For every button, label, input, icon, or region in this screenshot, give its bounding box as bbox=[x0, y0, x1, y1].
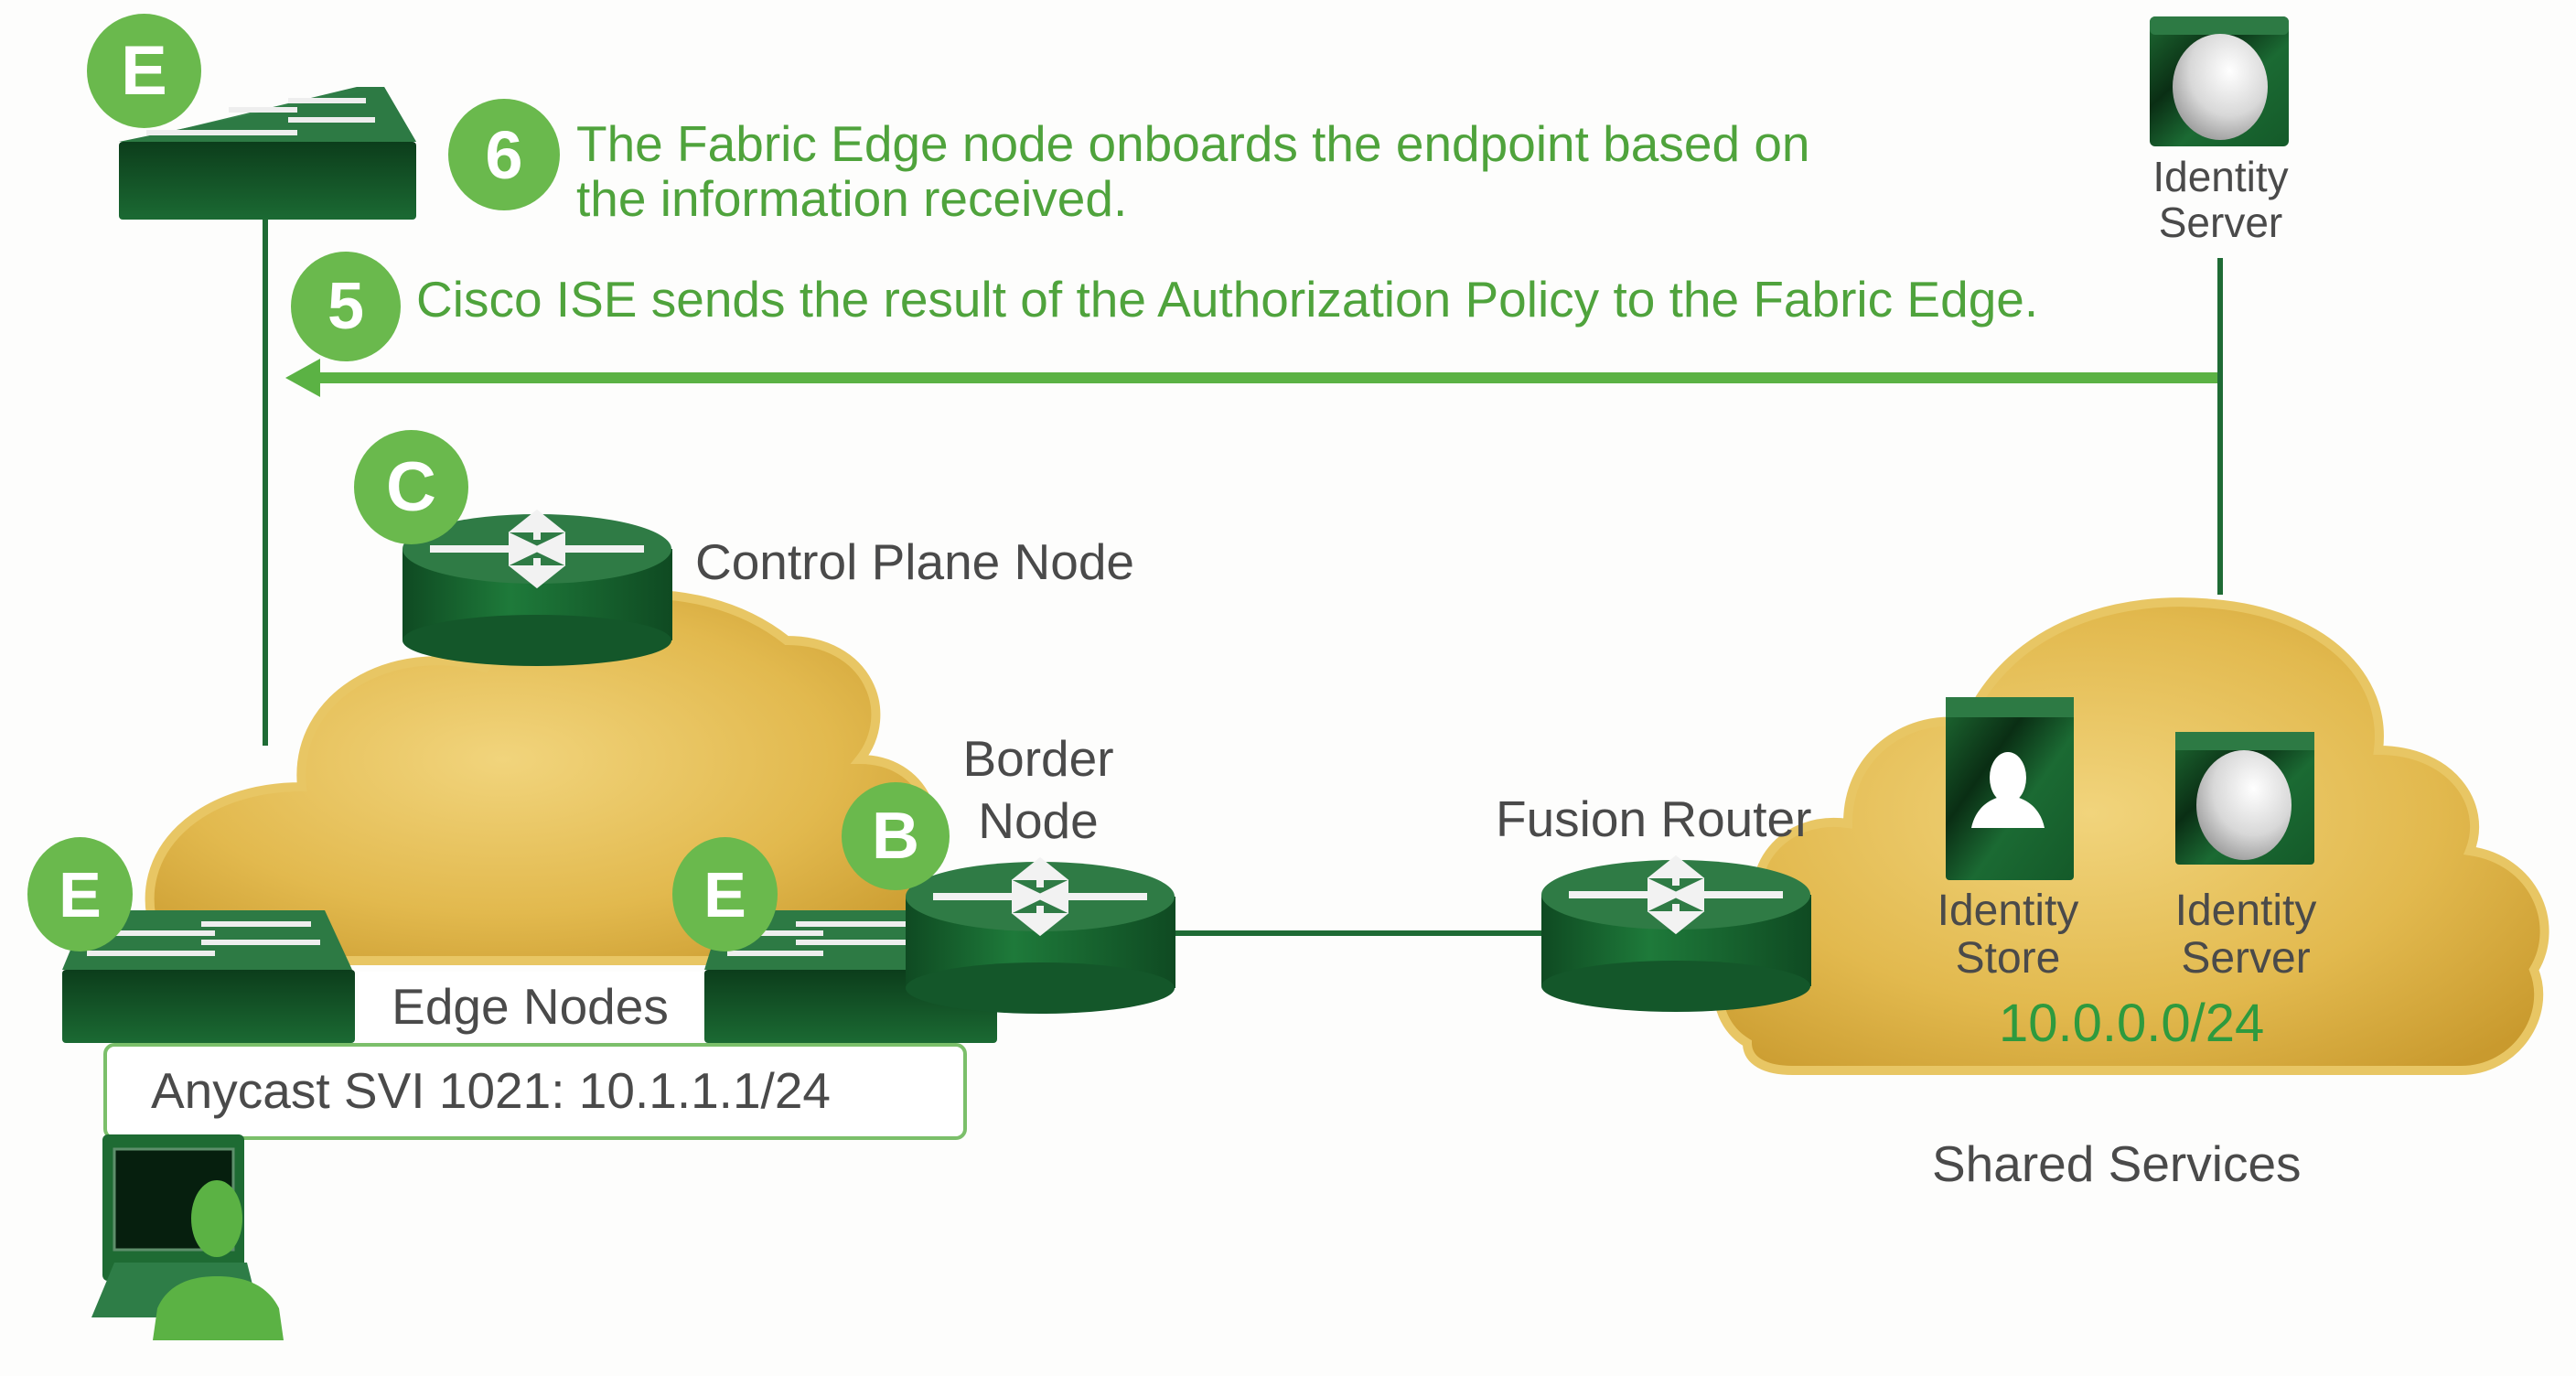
border-badge: B bbox=[842, 782, 950, 890]
edge-nodes-label: Edge Nodes bbox=[359, 972, 702, 1041]
step-5-badge: 5 bbox=[291, 252, 401, 361]
router-icon-control-plane bbox=[402, 509, 672, 666]
edge-badge-right: E bbox=[672, 837, 778, 951]
shared-services-cloud-icon bbox=[1713, 597, 2549, 1075]
step-6-badge: 6 bbox=[448, 99, 560, 210]
border-node-label: Border Node bbox=[962, 730, 1114, 849]
control-badge: C bbox=[354, 430, 468, 544]
step-6-text-line1: The Fabric Edge node onboards the endpoi… bbox=[576, 115, 1810, 172]
shared-services-label: Shared Services bbox=[1932, 1135, 2302, 1192]
laptop-user-icon bbox=[91, 1134, 284, 1340]
edge-badge-left: E bbox=[27, 837, 133, 951]
step-6-text-line2: the information received. bbox=[576, 170, 1128, 227]
identity-store-icon bbox=[1946, 697, 2074, 880]
router-icon-border bbox=[906, 856, 1175, 1014]
identity-server-icon-top bbox=[2150, 16, 2289, 146]
anycast-svi-box bbox=[103, 1043, 967, 1140]
identity-store-label: Identity Store bbox=[1937, 887, 2079, 983]
identity-server-cloud-label: Identity Server bbox=[2174, 887, 2317, 983]
step-5-text: Cisco ISE sends the result of the Author… bbox=[416, 271, 2039, 328]
edge-badge-top: E bbox=[87, 14, 201, 128]
control-plane-node-label: Control Plane Node bbox=[695, 533, 1135, 590]
switch-icon-top-edge bbox=[119, 87, 416, 220]
subnet-label: 10.0.0.0/24 bbox=[1999, 994, 2265, 1053]
fusion-router-label: Fusion Router bbox=[1496, 790, 1812, 847]
identity-server-icon-cloud bbox=[2175, 732, 2314, 865]
anycast-svi-label: Anycast SVI 1021: 10.1.1.1/24 bbox=[151, 1062, 832, 1119]
step5-arrow bbox=[285, 359, 2217, 397]
identity-server-top-label: Identity Server bbox=[2152, 153, 2289, 246]
router-icon-fusion bbox=[1541, 855, 1811, 1012]
switch-icon-edge-left bbox=[62, 910, 355, 1043]
